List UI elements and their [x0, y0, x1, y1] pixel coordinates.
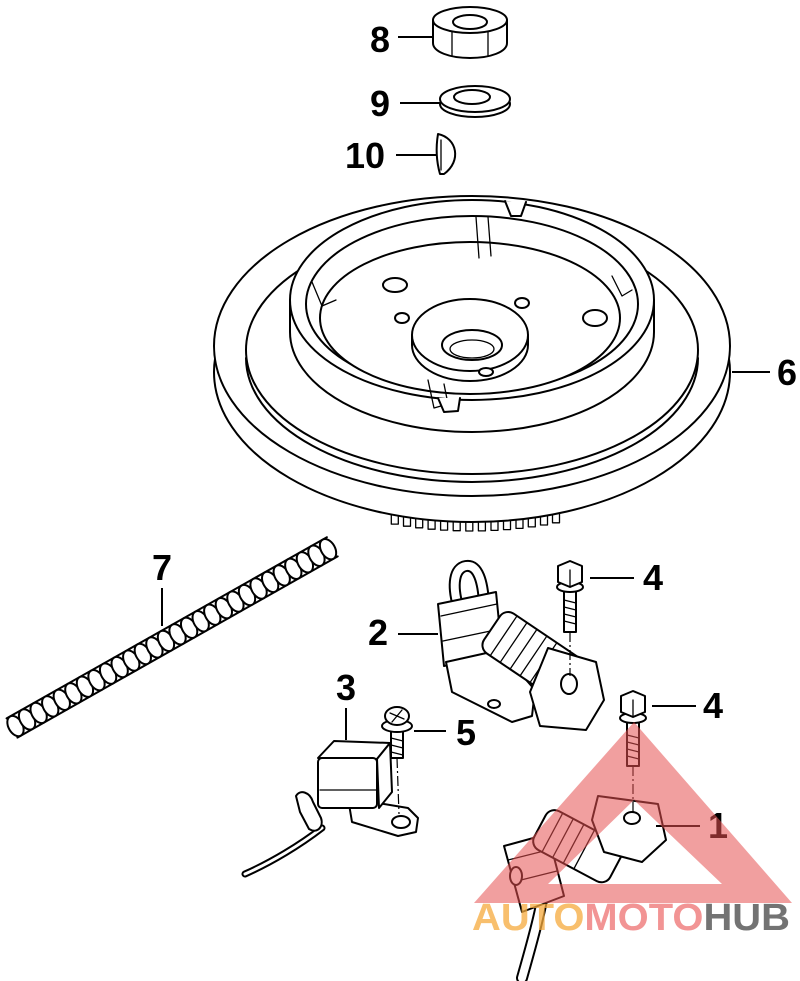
rim-notch-front — [437, 397, 461, 413]
callout-key: 10 — [345, 135, 385, 176]
winding-rib — [489, 615, 518, 657]
coil-lower-mount-block — [591, 795, 667, 863]
callout-coil-lower: 1 — [708, 805, 728, 846]
flywheel-hole — [478, 367, 494, 377]
module-side-face — [376, 742, 393, 809]
ignition-module — [241, 740, 419, 878]
hub-bore-inner — [449, 339, 495, 359]
rim-notch — [504, 200, 527, 217]
module-wire-clamp — [295, 791, 323, 832]
magnet-slot — [487, 216, 492, 257]
bolt-upper — [556, 560, 584, 676]
callout-bolt-upper: 4 — [643, 557, 663, 598]
watermark-moto: MOTO — [584, 897, 703, 939]
callout-flywheel: 6 — [777, 352, 797, 393]
thread-line — [563, 606, 577, 611]
flywheel-hole — [382, 277, 408, 293]
thread-line — [563, 599, 577, 604]
bolt-lower — [619, 690, 647, 812]
thread-line — [563, 620, 577, 625]
magnet-slot — [475, 216, 480, 259]
core-lamination — [440, 603, 498, 617]
thread-line — [390, 744, 404, 749]
flywheel-washer — [439, 85, 511, 118]
ignition-coil-upper — [437, 559, 605, 731]
module-bracket-hole — [391, 815, 411, 829]
callout-screw: 5 — [456, 712, 476, 753]
wire-protector-tube — [5, 536, 339, 739]
flywheel-hole — [394, 312, 410, 324]
screw — [381, 706, 413, 815]
module-front-face — [317, 757, 378, 809]
flywheel-hole — [582, 309, 608, 327]
key-body — [435, 133, 457, 175]
tube-segment — [318, 538, 338, 561]
ignition-coil-lower — [503, 795, 667, 981]
washer-hole — [453, 89, 491, 105]
woodruff-key — [435, 133, 457, 175]
thread-line — [390, 751, 404, 756]
watermark-hub: HUB — [703, 897, 790, 939]
screw-axis — [396, 757, 400, 815]
thread-line — [390, 737, 404, 742]
callout-nut: 8 — [370, 19, 390, 60]
callout-wire-tube: 7 — [152, 547, 172, 588]
tube-coils — [6, 538, 338, 738]
callout-coil-upper: 2 — [368, 612, 388, 653]
winding-rib — [499, 621, 528, 664]
flywheel-hole — [514, 297, 530, 309]
callout-module: 3 — [336, 667, 356, 708]
flywheel-step-edge-lower — [245, 357, 699, 483]
coil-upper-mount-hole — [560, 673, 578, 695]
coil-upper-wire — [450, 561, 488, 610]
winding-rib — [519, 635, 548, 677]
winding-rib — [509, 628, 538, 670]
coil-lower-terminal — [509, 866, 523, 886]
thread-line — [563, 613, 577, 618]
magnet-edge — [311, 281, 337, 307]
coil-lower-mount-hole — [623, 811, 641, 825]
callout-bolt-lower: 4 — [703, 685, 723, 726]
phillips-slot — [391, 709, 403, 723]
callout-washer: 9 — [370, 83, 390, 124]
nut-thread-hole — [452, 14, 488, 30]
coil-upper-foot-hole — [487, 699, 501, 709]
flywheel — [213, 195, 731, 532]
flywheel-nut — [432, 6, 508, 59]
magnet-edge — [611, 275, 633, 297]
module-wire — [243, 826, 324, 876]
